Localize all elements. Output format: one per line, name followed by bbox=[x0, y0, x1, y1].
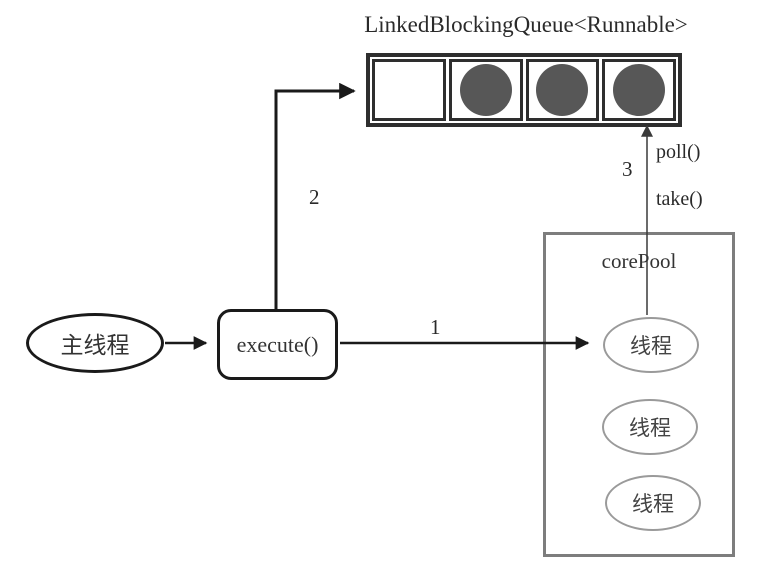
poll-label: poll() bbox=[656, 141, 701, 163]
thread-label: 线程 bbox=[632, 492, 674, 516]
arrow-1-label: 1 bbox=[430, 315, 441, 339]
thread-ellipse: 线程 bbox=[605, 475, 701, 531]
queue-cell bbox=[448, 59, 523, 121]
queue-title: LinkedBlockingQueue<Runnable> bbox=[364, 12, 688, 37]
queue-cell bbox=[602, 59, 676, 121]
thread-ellipse: 线程 bbox=[603, 317, 699, 373]
core-pool-label: corePool bbox=[601, 249, 677, 273]
execute-box: execute() bbox=[217, 309, 338, 380]
arrow-3-label: 3 bbox=[622, 157, 633, 181]
blocking-queue-box bbox=[366, 53, 682, 127]
main-thread-ellipse: 主线程 bbox=[26, 313, 164, 373]
task-circle-icon bbox=[536, 64, 589, 116]
main-thread-label: 主线程 bbox=[60, 333, 130, 358]
thread-label: 线程 bbox=[629, 416, 671, 440]
task-circle-icon bbox=[459, 64, 512, 116]
queue-cell bbox=[525, 59, 600, 121]
thread-label: 线程 bbox=[630, 334, 672, 358]
arrow-2-label: 2 bbox=[309, 185, 320, 209]
take-label: take() bbox=[656, 188, 703, 210]
core-pool-box: corePool 线程 线程 线程 bbox=[543, 232, 735, 557]
thread-ellipse: 线程 bbox=[602, 399, 698, 455]
execute-label: execute() bbox=[236, 331, 319, 357]
task-circle-icon bbox=[613, 64, 666, 116]
queue-cell bbox=[372, 59, 446, 121]
